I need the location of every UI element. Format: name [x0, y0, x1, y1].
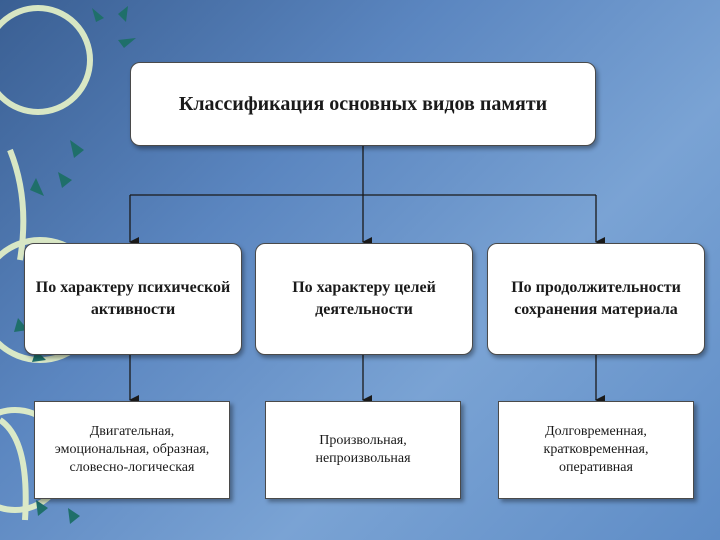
- category-label: По продолжительности сохранения материал…: [511, 279, 681, 318]
- types-list: Долговременная, кратковременная, операти…: [543, 424, 649, 475]
- category-box-activity-goals: По характеру целей деятельности: [255, 243, 473, 355]
- category-label: По характеру целей деятельности: [292, 279, 436, 318]
- types-list: Двигательная, эмоциональная, образная, с…: [54, 424, 210, 475]
- diagram-title: Классификация основных видов памяти: [178, 93, 548, 115]
- types-list: Произвольная, непроизвольная: [315, 433, 411, 466]
- title-box: Классификация основных видов памяти: [130, 62, 596, 146]
- category-box-retention-duration: По продолжительности сохранения материал…: [487, 243, 705, 355]
- category-box-psychic-activity: По характеру психической активности: [24, 243, 242, 355]
- types-box-activity-goals: Произвольная, непроизвольная: [265, 401, 461, 499]
- types-box-retention-duration: Долговременная, кратковременная, операти…: [498, 401, 694, 499]
- types-box-psychic-activity: Двигательная, эмоциональная, образная, с…: [34, 401, 230, 499]
- category-label: По характеру психической активности: [35, 279, 231, 318]
